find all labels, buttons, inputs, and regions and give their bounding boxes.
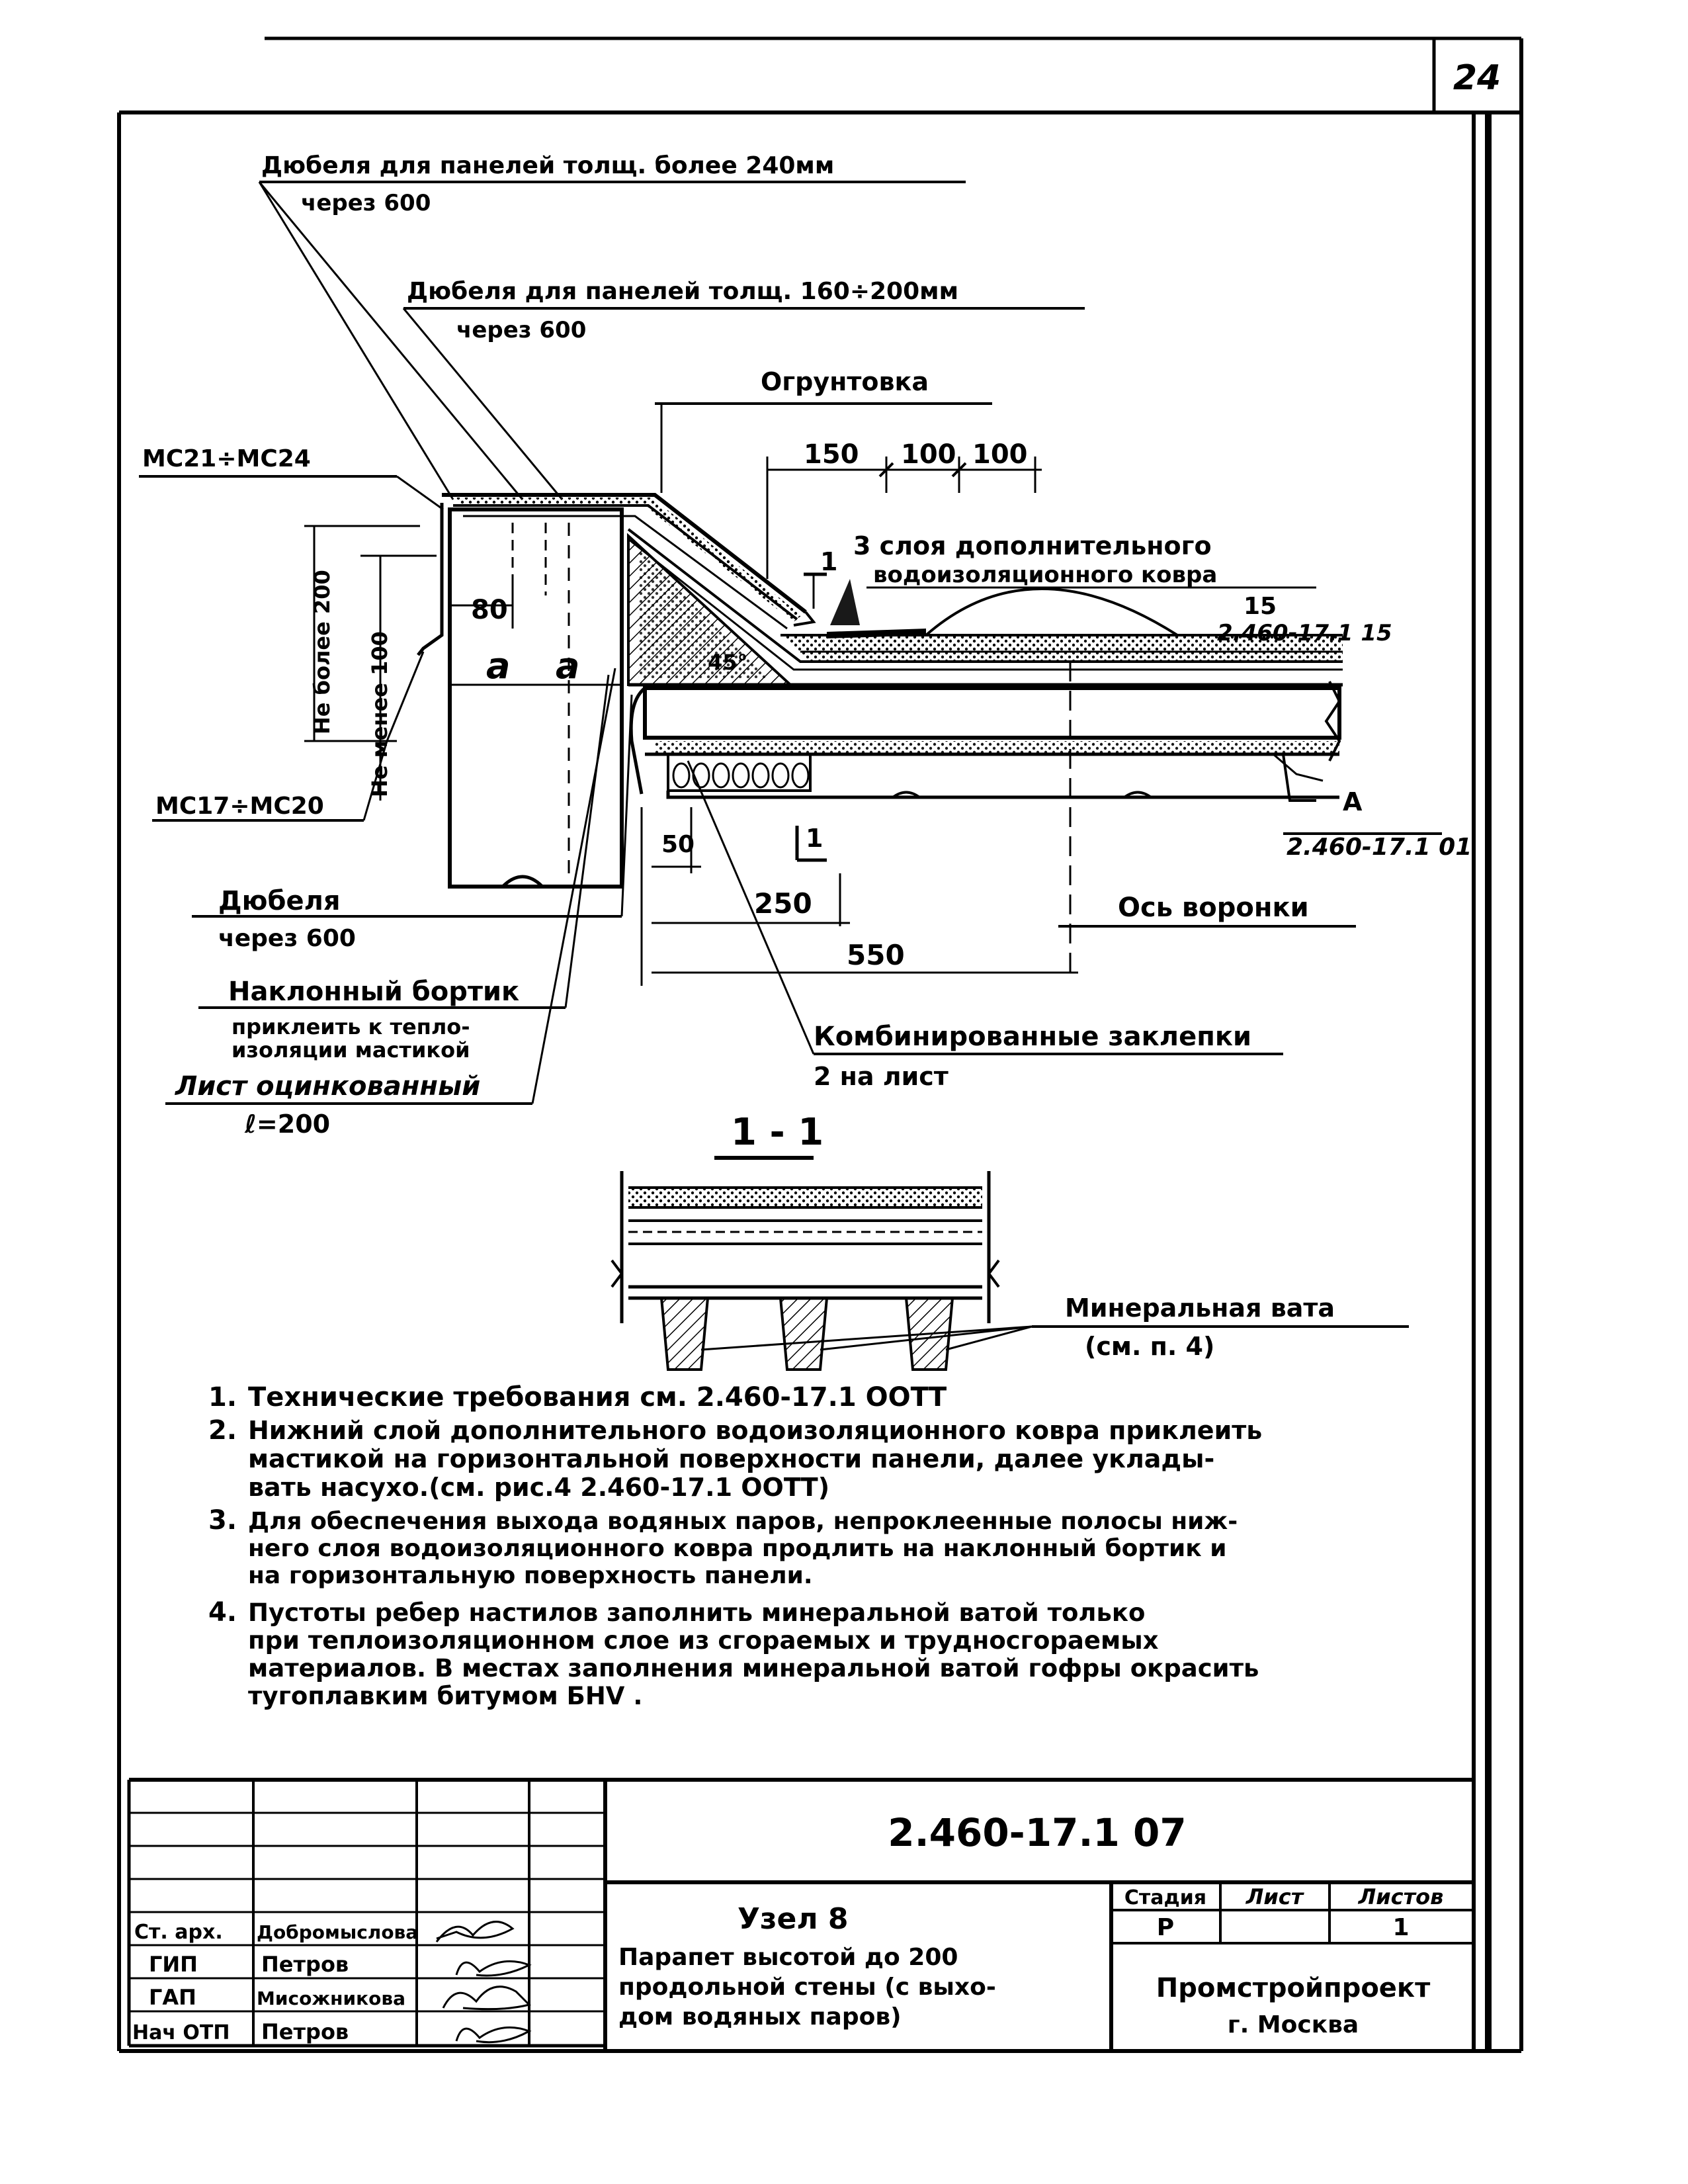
- label-a-right: a: [556, 645, 579, 687]
- label-dowels-thick-step: через 600: [301, 190, 431, 216]
- stage-value: Р: [1157, 1914, 1174, 1941]
- note-4-num: 4.: [208, 1597, 237, 1628]
- description-1: Парапет высотой до 200: [618, 1944, 958, 1971]
- sheet-number: 24: [1453, 58, 1501, 98]
- note-4-line-1: Пустоты ребер настилов заполнить минерал…: [248, 1598, 1145, 1627]
- note-3-num: 3.: [208, 1505, 237, 1536]
- staff-role-3: ГАП: [149, 1985, 196, 2010]
- label-a-left: a: [486, 645, 510, 687]
- note-3-line-2: него слоя водоизоляционного ковра продли…: [248, 1535, 1226, 1562]
- staff-role-4: Нач ОТП: [132, 2021, 230, 2044]
- label-num-15: 15: [1244, 593, 1277, 620]
- label-dim-50: 50: [661, 831, 695, 858]
- note-4-line-2: при теплоизоляционном слое из сгораемых …: [248, 1626, 1159, 1655]
- label-dim-250: 250: [754, 887, 812, 920]
- staff-role-1: Ст. арх.: [134, 1921, 223, 1944]
- label-layers-1: 3 слоя дополнительного: [853, 531, 1212, 560]
- org-city: г. Москва: [1228, 2011, 1359, 2038]
- label-dim-100b: 100: [972, 439, 1028, 470]
- label-mc21: МС21÷МС24: [142, 445, 311, 472]
- section-1-1: [611, 1171, 1409, 1371]
- note-2-line-2: мастикой на горизонтальной поверхности п…: [248, 1444, 1214, 1473]
- label-angle: 45°: [708, 650, 748, 675]
- label-layers-2: водоизоляционного ковра: [873, 562, 1217, 588]
- label-ref-15: 2.460-17.1 15: [1217, 620, 1392, 646]
- label-dim-100a: 100: [901, 439, 956, 470]
- label-ref-a: 2.460-17.1 01: [1287, 834, 1472, 861]
- signatures: [435, 1921, 532, 2044]
- description-3: дом водяных паров): [618, 2003, 902, 2031]
- note-2-num: 2.: [208, 1415, 237, 1446]
- note-1-num: 1.: [208, 1382, 237, 1413]
- label-rivets-step: 2 на лист: [814, 1062, 949, 1091]
- note-3-line-1: Для обеспечения выхода водяных паров, не…: [248, 1508, 1238, 1535]
- staff-name-3: Мисожникова: [257, 1987, 405, 2009]
- label-mineral-wool: Минеральная вата: [1065, 1293, 1335, 1323]
- label-dim-150: 150: [804, 439, 859, 470]
- label-glue-2: изоляции мастикой: [232, 1037, 470, 1063]
- note-1-line-1: Технические требования см. 2.460-17.1 ОО…: [248, 1382, 947, 1413]
- label-priming: Огрунтовка: [761, 367, 929, 396]
- note-3-line-3: на горизонтальную поверхность панели.: [248, 1562, 813, 1589]
- note-2-line-1: Нижний слой дополнительного водоизоляцио…: [248, 1416, 1262, 1445]
- note-2-line-3: вать насухо.(см. рис.4 2.460-17.1 ООТТ): [248, 1473, 829, 1502]
- label-dim-80: 80: [471, 595, 508, 625]
- label-dowels: Дюбеля: [218, 886, 341, 916]
- label-dim-550: 550: [847, 939, 905, 971]
- label-galv-sheet: Лист оцинкованный: [175, 1071, 480, 1102]
- org-name: Промстройпроект: [1156, 1973, 1431, 2003]
- label-galv-len: ℓ=200: [244, 1110, 330, 1139]
- label-mineral-ref: (см. п. 4): [1085, 1332, 1214, 1361]
- label-dowels-mid: Дюбеля для панелей толщ. 160÷200мм: [407, 278, 958, 305]
- label-slope-curb: Наклонный бортик: [228, 977, 519, 1007]
- sheets-value: 1: [1392, 1914, 1409, 1941]
- label-not-more-200: Не более 200: [310, 570, 335, 734]
- label-dowels-mid-step: через 600: [456, 317, 586, 343]
- label-cut-top: 1: [820, 547, 837, 576]
- label-not-less-100: Не менее 100: [367, 631, 392, 797]
- label-dowels-step: через 600: [218, 925, 356, 952]
- staff-role-2: ГИП: [149, 1952, 198, 1977]
- staff-name-4: Петров: [261, 2019, 349, 2044]
- label-dowels-thick: Дюбеля для панелей толщ. более 240мм: [261, 152, 834, 179]
- label-view-a: А: [1343, 787, 1363, 816]
- label-cut-bottom: 1: [806, 824, 823, 853]
- label-funnel-axis: Ось воронки: [1118, 893, 1309, 923]
- node-title: Узел 8: [738, 1902, 849, 1936]
- label-mc17: МС17÷МС20: [155, 793, 324, 820]
- note-4-line-3: материалов. В местах заполнения минераль…: [248, 1654, 1259, 1682]
- label-rivets: Комбинированные заклепки: [814, 1022, 1251, 1052]
- parapet-detail: [139, 181, 1442, 1105]
- sheet-header: Лист: [1245, 1884, 1305, 1909]
- designation: 2.460-17.1 07: [888, 1810, 1187, 1855]
- title-block: [127, 1778, 1474, 2051]
- sheet-frame: [117, 36, 1523, 2053]
- note-4-line-4: тугоплавким битумом БНV .: [248, 1682, 642, 1710]
- section-title: 1 - 1: [731, 1111, 823, 1154]
- label-glue-1: приклеить к тепло-: [232, 1014, 470, 1039]
- notes-block: 1. Технические требования см. 2.460-17.1…: [208, 1382, 1262, 1710]
- sheets-header: Листов: [1358, 1884, 1444, 1909]
- description-2: продольной стены (с выхо-: [618, 1974, 996, 2001]
- staff-name-1: Добромыслова: [257, 1921, 418, 1943]
- staff-name-2: Петров: [261, 1952, 349, 1977]
- stage-header: Стадия: [1124, 1886, 1206, 1909]
